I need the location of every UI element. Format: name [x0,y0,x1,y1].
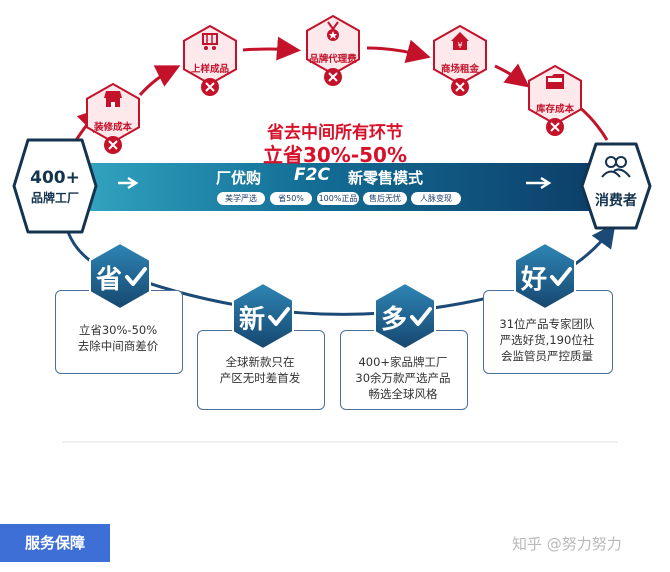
benefit-char: 好 [521,265,548,295]
benefit-text-line: 产区无时差首发 [219,371,301,385]
watermark: 知乎 @努力努力 [512,535,622,553]
cross-icon [201,78,219,96]
cross-icon [324,68,342,86]
red-arc-4 [366,39,431,63]
cost-step-4: ¥ [433,24,487,96]
cost-step-label: 上样成品 [190,64,229,75]
checkmark-icon [410,307,432,326]
banner-title-left: 厂优购 [216,169,262,187]
store-icon [104,91,122,107]
checkmark-icon [550,267,572,286]
cost-step-label: 商场租金 [440,64,479,75]
cross-icon [451,78,469,96]
headline-line1: 省去中间所有环节 [267,123,403,143]
people-icon [601,156,631,178]
banner-tag: 省50% [270,192,312,205]
banner-tag: 美学严选 [217,192,265,205]
cost-step-label: 品牌代理费 [309,54,357,65]
source-node-hexagon [12,138,98,234]
cost-step-1 [86,82,140,154]
yen-house-icon: ¥ [451,32,469,50]
svg-text:¥: ¥ [457,41,462,50]
source-node-label: 品牌工厂 [30,191,79,205]
benefit-text-line: 畅选全球风格 [368,387,438,401]
service-guarantee-tab[interactable]: 服务保障 [0,524,110,562]
source-node-count: 400+ [30,168,80,188]
cross-icon [104,136,122,154]
banner-tag: 售后无忧 [363,192,407,205]
cost-step-3 [306,14,360,86]
target-node-hexagon [580,142,652,230]
target-node-label: 消费者 [595,193,637,209]
cost-step-2 [183,24,237,96]
benefit-badge [232,281,294,351]
banner-tag: 100%正品 [317,192,359,205]
benefit-char: 省 [96,265,123,295]
benefit-badge [89,241,151,311]
red-arc-5 [494,63,530,88]
cost-step-label: 装修成本 [93,122,132,133]
cart-icon [202,33,218,50]
benefit-text-line: 严选好货,190位社 [499,333,595,347]
benefit-text-line: 立省30%-50% [78,323,158,337]
cross-icon [546,118,564,136]
benefit-badge [374,281,436,351]
banner-title-mid: F2C [294,165,330,185]
banner-title-right: 新零售模式 [348,169,424,187]
checkmark-icon [125,267,147,286]
benefit-badge [514,241,576,311]
cost-step-label: 库存成本 [535,104,574,115]
benefit-char: 多 [381,305,408,335]
checkmark-icon [268,307,290,326]
banner-tag: 人脉变现 [411,192,461,205]
folder-icon [546,74,564,89]
red-arc-2 [138,65,181,96]
benefit-text-line: 会监管员严控质量 [501,349,593,363]
red-arc-3 [242,36,301,61]
benefit-text-line: 31位产品专家团队 [499,317,595,331]
benefit-text-line: 400+家品牌工厂 [358,355,448,369]
headline-line2: 立省30%-50% [262,143,408,167]
benefit-text-line: 去除中间商差价 [77,339,159,353]
medal-icon [327,21,339,41]
benefit-char: 新 [239,305,266,335]
cost-step-5 [528,64,582,136]
benefit-text-line: 全球新款只在 [225,355,295,369]
benefit-text-line: 30余万款严选产品 [355,371,451,385]
